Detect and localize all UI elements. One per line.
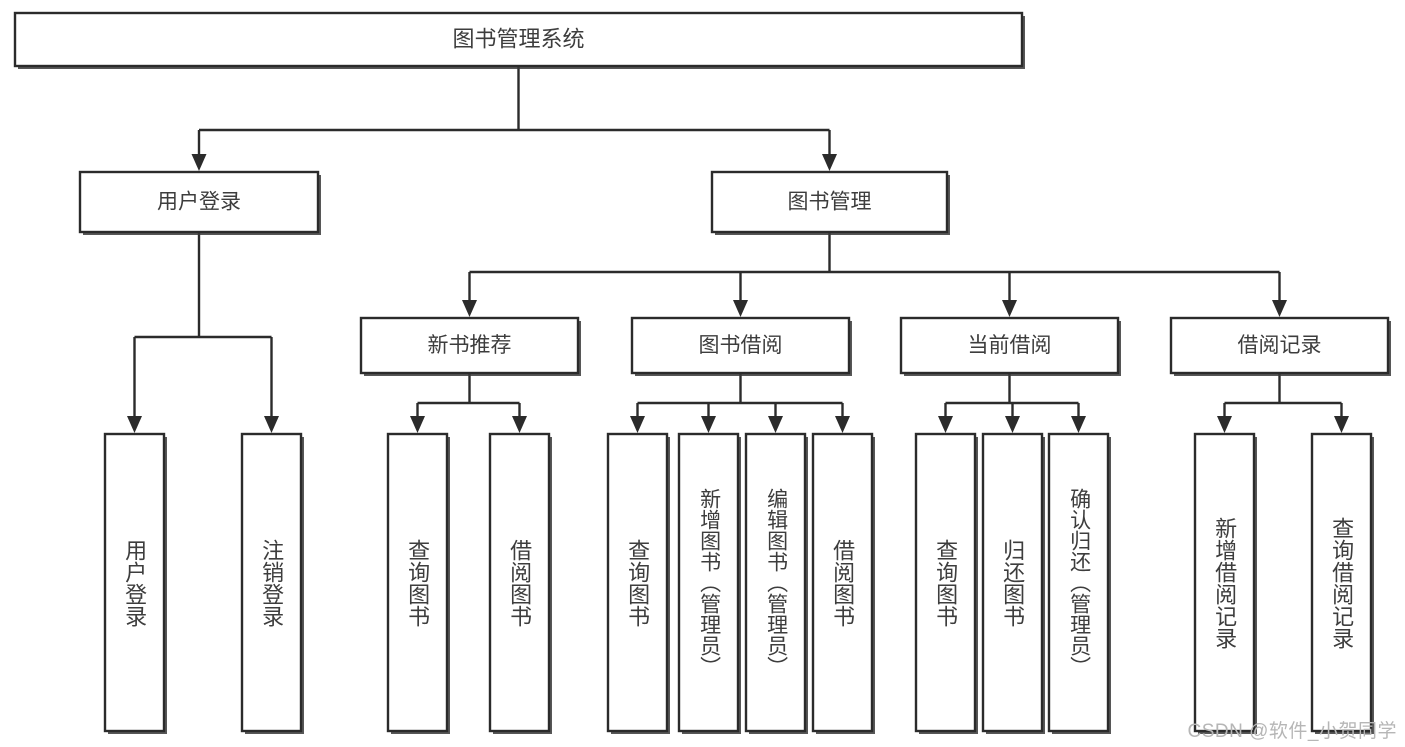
node-box-leaf-edit-book[interactable] [744, 432, 807, 733]
edge-arrowhead [1334, 416, 1349, 433]
node-label-current-borrow: 当前借阅 [968, 334, 1052, 357]
edge-arrowhead [835, 416, 850, 433]
edge-arrowhead [1005, 416, 1020, 433]
node-box-leaf-borrow-book-br[interactable] [811, 432, 874, 733]
node-box-book-manage[interactable] [710, 170, 949, 234]
boxes-layer [13, 11, 1391, 734]
node-label-root: 图书管理系统 [452, 26, 584, 51]
edge-arrowhead [822, 154, 837, 171]
edge-arrowhead [462, 300, 477, 317]
node-label-book-borrow: 图书借阅 [699, 334, 783, 357]
node-box-leaf-add-record[interactable] [1193, 432, 1256, 733]
node-box-leaf-return-book[interactable] [981, 432, 1044, 733]
edge-arrowhead [191, 154, 207, 171]
edge-arrowhead [630, 416, 645, 433]
node-box-leaf-query-book-rec[interactable] [386, 432, 449, 733]
node-box-user-login[interactable] [78, 170, 320, 234]
node-box-leaf-query-record[interactable] [1310, 432, 1373, 733]
edge-arrowhead [1002, 300, 1017, 317]
edge-arrowhead [1071, 416, 1086, 433]
watermark: CSDN @软件_小贺同学 [1187, 721, 1397, 742]
node-box-leaf-borrow-book-rec[interactable] [488, 432, 551, 733]
node-box-borrow-record[interactable] [1169, 316, 1390, 375]
node-label-new-book-recommend: 新书推荐 [428, 334, 512, 357]
node-box-leaf-logout[interactable] [240, 432, 303, 733]
edge-arrowhead [264, 416, 279, 433]
edges-layer [127, 66, 1349, 433]
edge-arrowhead [1272, 300, 1287, 317]
node-label-book-manage: 图书管理 [788, 191, 872, 214]
edge-arrowhead [768, 416, 783, 433]
node-box-current-borrow[interactable] [899, 316, 1120, 375]
edge-arrowhead [127, 416, 142, 433]
node-box-new-book-recommend[interactable] [359, 316, 580, 375]
edge-arrowhead [410, 416, 425, 433]
edge-arrowhead [733, 300, 748, 317]
node-box-leaf-add-book[interactable] [677, 432, 740, 733]
node-label-borrow-record: 借阅记录 [1238, 334, 1322, 357]
node-box-book-borrow[interactable] [630, 316, 851, 375]
node-box-leaf-user-login[interactable] [103, 432, 166, 733]
edge-arrowhead [701, 416, 716, 433]
node-box-leaf-query-book-cb[interactable] [914, 432, 977, 733]
node-box-root[interactable] [13, 11, 1024, 68]
node-box-leaf-query-book-br[interactable] [606, 432, 669, 733]
edge-arrowhead [512, 416, 527, 433]
node-box-leaf-confirm-return[interactable] [1047, 432, 1110, 733]
edge-arrowhead [938, 416, 953, 433]
node-label-user-login: 用户登录 [157, 191, 241, 214]
edge-arrowhead [1217, 416, 1232, 433]
